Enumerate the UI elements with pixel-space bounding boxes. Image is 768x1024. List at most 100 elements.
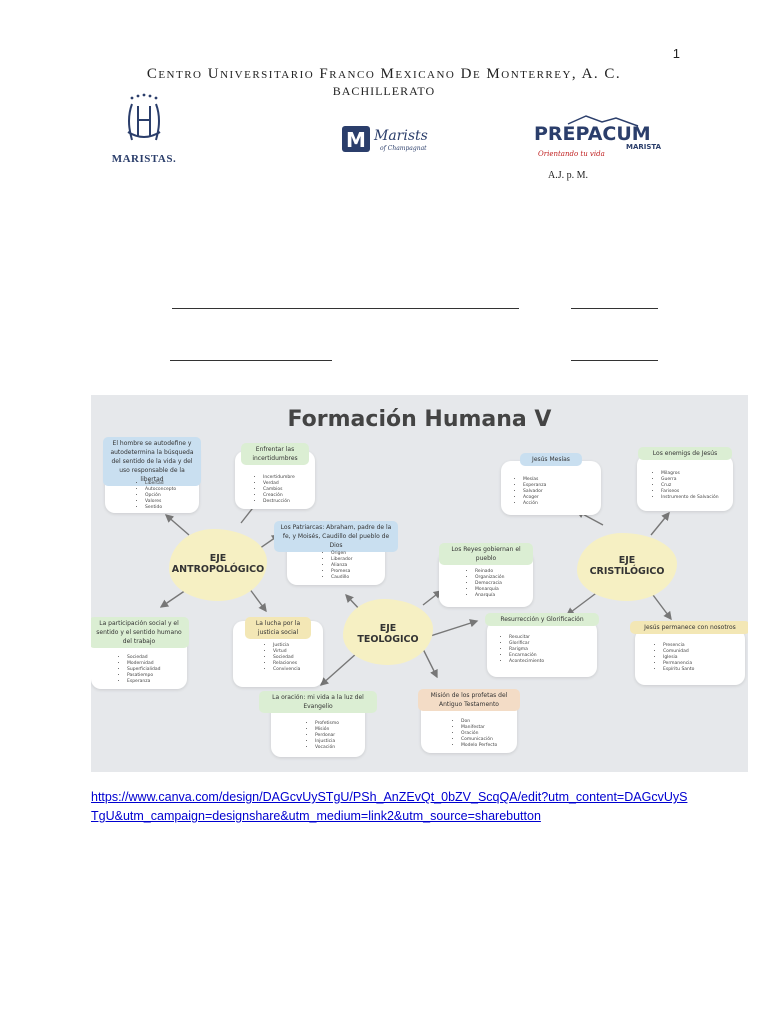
node-enemigos-jesus: Los enemigs de Jesús Milagros Guerra Cru… xyxy=(637,447,733,511)
list-item: Sociedad xyxy=(273,655,300,661)
eje-cristilogico-label: EJE CRISTILÓGICO xyxy=(589,555,665,577)
list-item: Valores xyxy=(145,499,176,505)
school-name: Centro Universitario Franco Mexicano De … xyxy=(146,66,622,82)
list-item: Don xyxy=(461,719,497,725)
list-item: Profetismo xyxy=(315,721,339,727)
page-number: 1 xyxy=(672,46,680,61)
list-item: Origen xyxy=(331,551,352,557)
list-item: Misión xyxy=(315,727,339,733)
node-title: Enfrentar las incertidumbres xyxy=(241,443,309,465)
node-participacion-social: La participación social y el sentido y e… xyxy=(91,617,189,689)
list-item: Alianza xyxy=(331,563,352,569)
list-item: Modernidad xyxy=(127,661,160,667)
map-title: Formación Humana V xyxy=(287,407,552,432)
list-item: Reinado xyxy=(475,569,504,575)
list-item: Encarnación xyxy=(509,653,544,659)
node-jesus-mesias: Jesús Mesías Mesías Esperanza Salvador A… xyxy=(501,453,601,515)
list-item: Creación xyxy=(263,493,295,499)
list-item: Fariseos xyxy=(661,489,719,495)
list-item: Comunidad xyxy=(663,649,694,655)
school-level: BACHILLERATO xyxy=(332,84,436,98)
svg-text:of Champagnat: of Champagnat xyxy=(380,145,427,152)
maristas-logo-text: MARISTAS. xyxy=(111,153,177,165)
node-title: Los Patriarcas: Abraham, padre de la fe,… xyxy=(274,521,398,552)
eje-antropologico-label: EJE ANTROPOLÓGICO xyxy=(171,553,265,575)
list-item: Relaciones xyxy=(273,661,300,667)
list-item: Destrucción xyxy=(263,499,295,505)
list-item: Mesías xyxy=(523,477,546,483)
list-item: Monarquía xyxy=(475,587,504,593)
marists-champagnat-logo: M Marists of Champagnat xyxy=(340,120,440,160)
list-item: Justicia xyxy=(273,643,300,649)
list-item: Liberador xyxy=(331,557,352,563)
node-oracion: La oración: mi vida a la luz del Evangel… xyxy=(259,691,377,757)
name-blank-line[interactable] xyxy=(172,308,519,309)
list-item: Organización xyxy=(475,575,504,581)
list-item: Sentido xyxy=(145,505,176,511)
list-item: Permanencia xyxy=(663,661,694,667)
svg-text:Marists: Marists xyxy=(373,128,428,144)
list-item: Esperanza xyxy=(523,483,546,489)
node-title: Resurrección y Glorificación xyxy=(485,613,599,626)
list-item: Resucitar xyxy=(509,635,544,641)
list-item: Convivencia xyxy=(273,667,300,673)
svg-text:MARISTA: MARISTA xyxy=(626,143,662,151)
mind-map-image: Formación Humana V EJE ANTROPOLÓGICO EJE… xyxy=(91,395,748,772)
eje-teologico-blob xyxy=(343,599,433,665)
list-item: Esperanza xyxy=(127,679,160,685)
node-patriarcas: Los Patriarcas: Abraham, padre de la fe,… xyxy=(274,521,398,585)
list-item: Perdonar xyxy=(315,733,339,739)
node-jesus-permanece: Jesús permanece con nosotros Presencia C… xyxy=(630,621,748,685)
node-reyes: Los Reyes gobiernan el pueblo Reinado Or… xyxy=(439,543,533,607)
teacher-blank-line[interactable] xyxy=(170,360,332,361)
node-title: Los Reyes gobiernan el pueblo xyxy=(439,543,533,565)
node-title: Jesús permanece con nosotros xyxy=(630,621,748,634)
node-title: Misión de los profetas del Antiguo Testa… xyxy=(418,689,520,711)
svg-text:M: M xyxy=(346,128,366,152)
node-title: La participación social y el sentido y e… xyxy=(91,617,189,648)
svg-text:Orientando tu vida: Orientando tu vida xyxy=(538,150,605,158)
list-item: Anarquía xyxy=(475,593,504,599)
group-blank-line[interactable] xyxy=(571,308,658,309)
canva-link[interactable]: https://www.canva.com/design/DAGcvUySTgU… xyxy=(91,790,688,823)
node-title: La oración: mi vida a la luz del Evangel… xyxy=(259,691,377,713)
ajpm-motto: A.J. p. M. xyxy=(548,170,589,181)
node-incertidumbres: Enfrentar las incertidumbres Incertidumb… xyxy=(235,443,315,509)
list-item: Democracia xyxy=(475,581,504,587)
list-item: Injusticia xyxy=(315,739,339,745)
list-item: Caudillo xyxy=(331,575,352,581)
node-justicia-social: La lucha por la justicia social Justicia… xyxy=(233,617,323,687)
list-item: Cambios xyxy=(263,487,295,493)
list-item: Salvador xyxy=(523,489,546,495)
list-item: Rarigma xyxy=(509,647,544,653)
list-item: Iglesia xyxy=(663,655,694,661)
eje-cristilogico-blob xyxy=(577,533,677,601)
eje-teologico-label: EJE TEOLOGICO xyxy=(357,623,419,645)
node-libertad: El hombre se autodefine y autodetermina … xyxy=(103,437,201,513)
list-item: Vocación xyxy=(315,745,339,751)
eje-antropologico-blob xyxy=(169,529,267,601)
list-item: Autoconcepto xyxy=(145,487,176,493)
list-item: Manifestar xyxy=(461,725,497,731)
list-item: Glorificar xyxy=(509,641,544,647)
list-item: Verdad xyxy=(263,481,295,487)
list-item: Modelo Perfecto xyxy=(461,743,497,749)
list-item: Instrumento de Salvación xyxy=(661,495,719,501)
list-item: Pasatiempo xyxy=(127,673,160,679)
list-item: Espíritu Santo xyxy=(663,667,694,673)
list-item: Oración xyxy=(461,731,497,737)
date-blank-line[interactable] xyxy=(571,360,658,361)
list-item: Acontecimiento xyxy=(509,659,544,665)
node-title: Los enemigs de Jesús xyxy=(638,447,732,460)
node-profetas: Misión de los profetas del Antiguo Testa… xyxy=(418,689,520,753)
list-item: Incertidumbre xyxy=(263,475,295,481)
list-item: Sociedad xyxy=(127,655,160,661)
list-item: Libertad xyxy=(145,481,176,487)
list-item: Guerra xyxy=(661,477,719,483)
prepacum-logo: PREPACUM MARISTA Orientando tu vida xyxy=(528,114,668,160)
list-item: Milagros xyxy=(661,471,719,477)
list-item: Promesa xyxy=(331,569,352,575)
list-item: Acción xyxy=(523,501,546,507)
node-title: La lucha por la justicia social xyxy=(245,617,311,639)
node-title: Jesús Mesías xyxy=(520,453,582,466)
